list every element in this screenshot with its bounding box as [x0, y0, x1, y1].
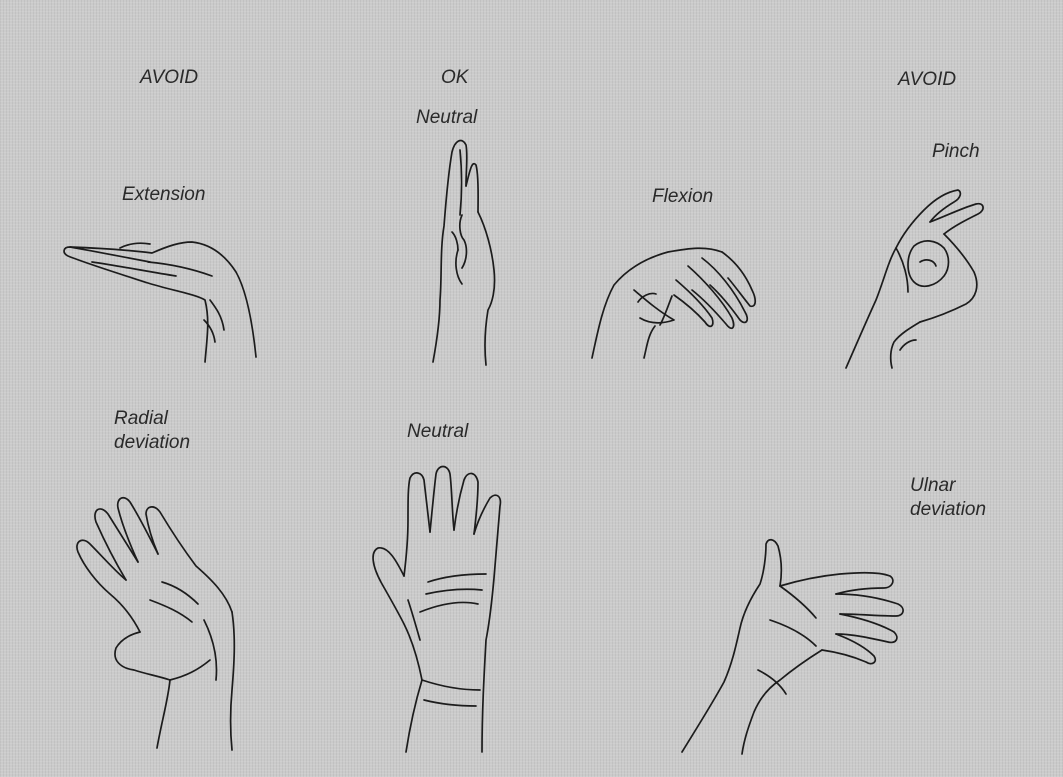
- hand-ulnar-deviation-drawing: [682, 540, 903, 754]
- hand-flexion-drawing: [592, 248, 755, 358]
- hand-neutral-side-drawing: [433, 141, 495, 365]
- hand-extension-drawing: [64, 242, 256, 362]
- hand-pinch-drawing: [846, 190, 983, 368]
- hand-radial-deviation-drawing: [77, 498, 234, 750]
- hand-neutral-palm-drawing: [373, 467, 500, 753]
